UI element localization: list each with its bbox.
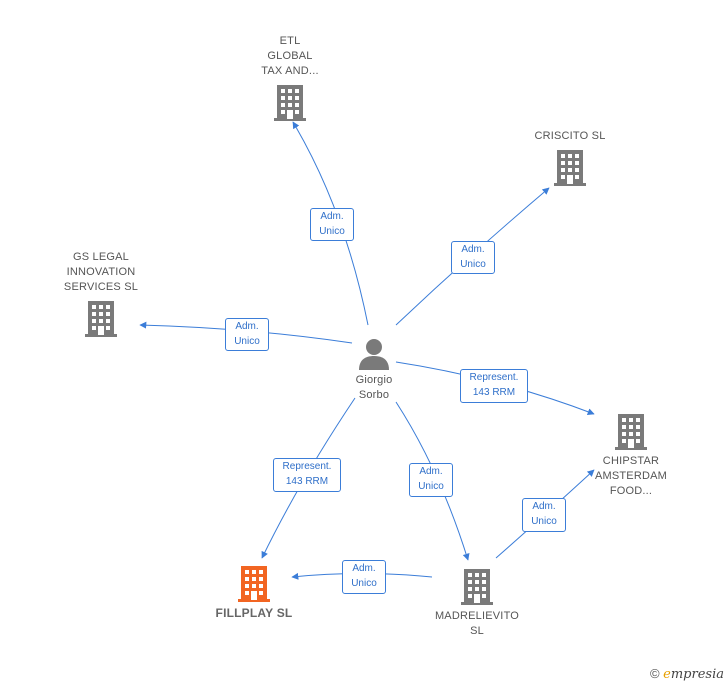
edge-label-to-madrelievito: Adm. Unico	[409, 463, 453, 497]
node-label-madrelievito: MADRELIEVITO SL	[434, 610, 520, 637]
node-label-criscito: CRISCITO SL	[534, 130, 606, 142]
node-chipstar[interactable]: CHIPSTAR AMSTERDAM FOOD...	[579, 414, 683, 499]
edge-label-to-chipstar: Represent. 143 RRM	[460, 369, 528, 403]
copyright-icon: ©	[649, 666, 660, 681]
node-label-fillplay: FILLPLAY SL	[215, 606, 293, 620]
node-label-chipstar: CHIPSTAR AMSTERDAM FOOD...	[594, 455, 668, 497]
node-criscito[interactable]: CRISCITO SL	[510, 129, 630, 186]
node-etl[interactable]: ETL GLOBAL TAX AND...	[240, 34, 340, 121]
building-icon	[579, 414, 683, 450]
node-label-etl: ETL GLOBAL TAX AND...	[261, 35, 319, 77]
edge-label-to-gslegal: Adm. Unico	[225, 318, 269, 351]
edge-label-madre-to-fillplay: Adm. Unico	[342, 560, 386, 594]
node-gslegal[interactable]: GS LEGAL INNOVATION SERVICES SL	[46, 250, 156, 337]
edge-label-to-etl: Adm. Unico	[310, 208, 354, 241]
building-icon	[510, 150, 630, 186]
footer-brand: © empresia	[650, 666, 724, 682]
brand-logo-e: e	[663, 667, 671, 682]
person-icon	[334, 338, 414, 370]
building-icon	[46, 301, 156, 337]
node-madrelievito[interactable]: MADRELIEVITO SL	[422, 569, 532, 639]
building-icon-highlight	[196, 566, 312, 602]
node-label-gslegal: GS LEGAL INNOVATION SERVICES SL	[63, 251, 139, 293]
node-fillplay[interactable]: FILLPLAY SL	[196, 566, 312, 621]
edge-label-to-fillplay: Represent. 143 RRM	[273, 458, 341, 492]
building-icon	[422, 569, 532, 605]
building-icon	[240, 85, 340, 121]
edge-label-to-criscito: Adm. Unico	[451, 241, 495, 274]
node-giorgio[interactable]: Giorgio Sorbo	[334, 338, 414, 403]
edge-label-madre-to-chipstar: Adm. Unico	[522, 498, 566, 532]
node-label-giorgio: Giorgio Sorbo	[355, 374, 393, 401]
brand-name: mpresia	[670, 667, 724, 682]
